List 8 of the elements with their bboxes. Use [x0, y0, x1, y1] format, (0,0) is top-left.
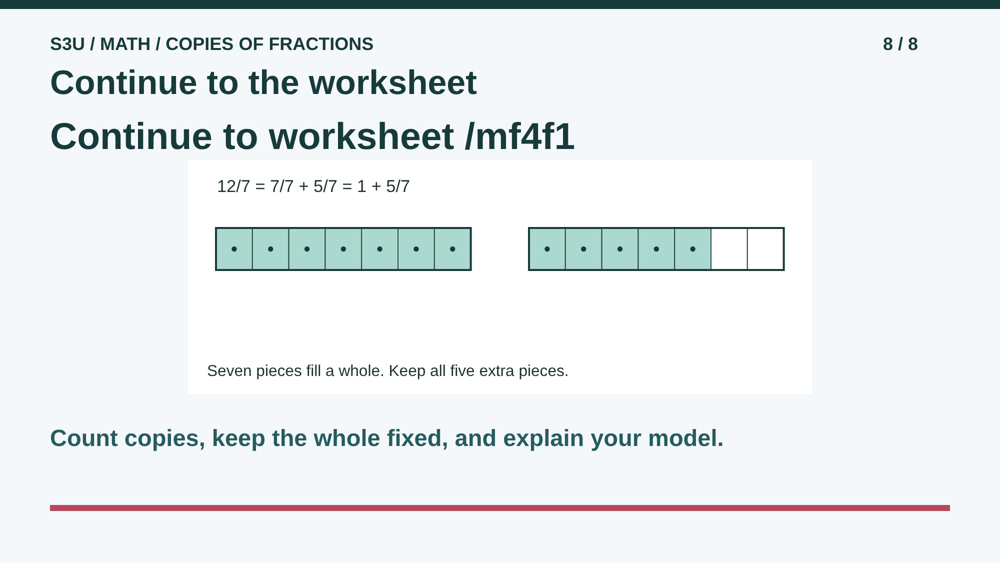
page-number: 8 / 8 [882, 33, 918, 55]
instruction-text: Count copies, keep the whole fixed, and explain your model. [50, 424, 724, 453]
subheading: Continue to worksheet /mf4f1 [50, 114, 576, 158]
caption-text: Seven pieces fill a whole. Keep all five extra pieces. [207, 362, 569, 382]
equation-text: 12/7 = 7/7 + 5/7 = 1 + 5/7 [217, 175, 410, 197]
breadcrumb: S3U / MATH / COPIES OF FRACTIONS [50, 33, 374, 55]
example-panel [188, 160, 812, 394]
slide-title: Continue to the worksheet [50, 63, 477, 103]
